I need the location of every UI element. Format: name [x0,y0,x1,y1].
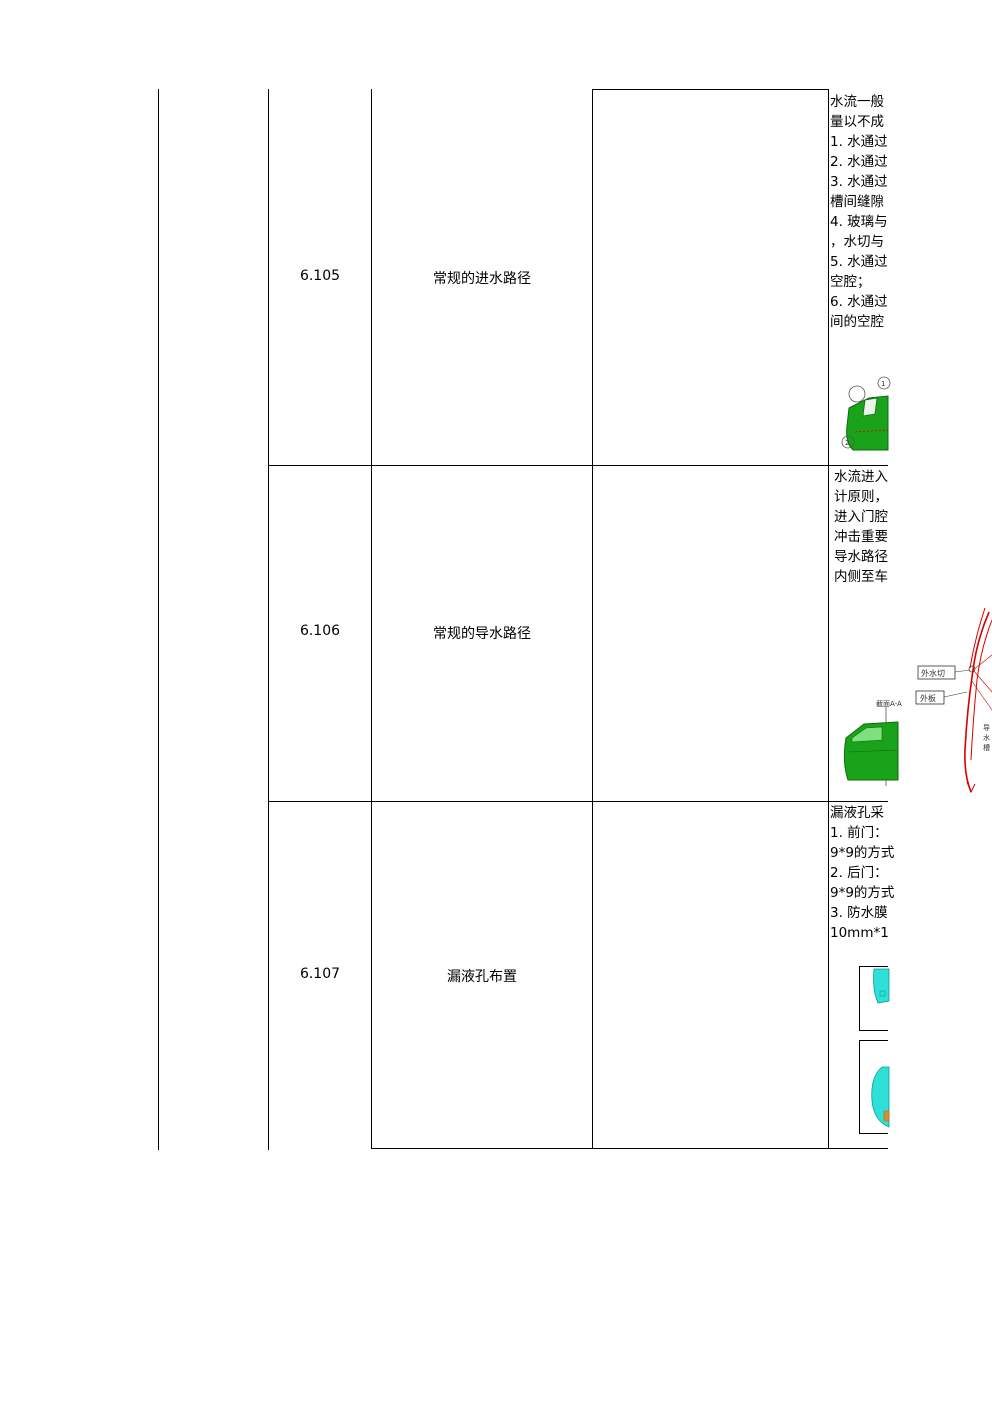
desc-line: 10mm*1 [830,925,889,941]
svg-text:1: 1 [881,380,885,388]
desc-line: 5. 水通过 [830,254,888,270]
table-border-id-right [371,89,372,1149]
callout-outer-belt: 外水切 [921,668,945,678]
desc-line: 4. 玻璃与 [830,214,888,230]
row-description: 漏液孔采 1. 前门： 9*9的方式 2. 后门： 9*9的方式 3. 防水膜 … [830,803,895,943]
desc-line: 冲击重要 [834,529,888,545]
water-path-section-figure: 外水切 外板 导 水 槽 [915,600,992,800]
row-divider-2 [268,801,888,802]
desc-line: 槽间缝隙 [830,194,884,210]
desc-line: 1. 前门： [830,825,888,841]
desc-line: 9*9的方式 [830,885,895,901]
desc-line: 漏液孔采 [830,805,884,821]
row-title: 漏液孔布置 [447,969,517,985]
table-bottom-border [371,1148,888,1149]
drain-hole-figure-front [859,966,890,1031]
row-description: 水流进入 计原则， 进入门腔 冲击重要 导水路径 内侧至车 [834,467,888,587]
svg-text:槽: 槽 [983,743,990,752]
row-id: 6.106 [299,623,341,639]
table-border-left-2 [268,89,269,1150]
desc-line: 6. 水通过 [830,294,888,310]
desc-line: 3. 防水膜 [830,905,888,921]
table-border-empty-right [828,89,829,1149]
table-top-border [592,89,829,90]
desc-line: ，水切与 [830,234,884,250]
desc-line: 3. 水通过 [830,174,888,190]
desc-line: 计原则， [834,489,888,505]
desc-line: 空腔； [830,274,871,290]
car-door-figure: 1 2 [835,370,891,460]
desc-line: 9*9的方式 [830,845,895,861]
desc-line: 内侧至车 [834,569,888,585]
desc-line: 量以不成 [830,114,884,130]
desc-line: 2. 水通过 [830,154,888,170]
row-id: 6.107 [299,966,341,982]
desc-line: 1. 水通过 [830,134,888,150]
callout-outer-panel: 外板 [920,693,936,703]
svg-text:水: 水 [983,733,990,742]
desc-line: 进入门腔 [834,509,888,525]
table-border-left-1 [158,89,159,1150]
row-description: 水流一般 量以不成 1. 水通过 2. 水通过 3. 水通过 槽间缝隙 4. 玻… [830,92,888,332]
table-border-title-right [592,89,593,1149]
section-label: 截面A-A [876,699,902,708]
desc-line: 水流进入 [834,469,888,485]
row-title: 常规的导水路径 [433,626,531,642]
desc-line: 间的空腔 [830,314,884,330]
desc-line: 水流一般 [830,94,884,110]
svg-text:2: 2 [845,439,849,447]
row-divider-1 [268,465,888,466]
row-id: 6.105 [299,268,341,284]
desc-line: 2. 后门： [830,865,888,881]
svg-text:导: 导 [983,724,990,732]
row-title: 常规的进水路径 [433,271,531,287]
drain-hole-figure-rear [859,1040,890,1134]
door-section-figure: 截面A-A [838,692,908,792]
desc-line: 导水路径 [834,549,888,565]
